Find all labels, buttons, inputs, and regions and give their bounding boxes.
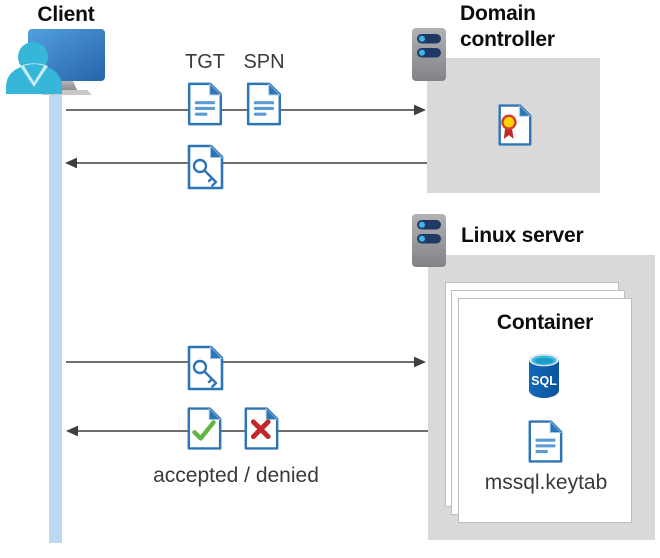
spn-document-icon [246,82,282,126]
arrow-domain-controller-to-client [65,157,427,169]
accepted-document-icon [187,407,222,450]
linux-server-label: Linux server [461,224,584,247]
client-icon [6,29,105,95]
denied-document-icon [244,407,279,450]
domain-controller-label: Domain controller [460,2,555,51]
tgt-label: TGT [185,51,225,73]
linux-server-icon [412,214,446,267]
tgt-document-icon [187,82,223,126]
arrow-client-to-domain-controller [66,104,426,116]
container-label: Container [496,311,594,334]
key-document-icon-2 [187,345,224,391]
arrow-client-to-linux-server [66,356,426,368]
container-card: Container SQL mssql.keytab [458,298,632,523]
key-document-icon [187,144,224,190]
sql-database-cylinder-icon: SQL [529,353,559,398]
spn-label: SPN [243,51,285,73]
domain-controller-server-icon [412,28,446,81]
keytab-label: mssql.keytab [484,471,608,494]
accepted-denied-label: accepted / denied [153,464,319,487]
keytab-document-icon [528,420,563,463]
client-label: Client [37,3,95,26]
person-icon [6,42,62,94]
client-lifeline [49,86,62,543]
sql-label: SQL [531,374,557,388]
certificate-document-icon [498,104,532,146]
